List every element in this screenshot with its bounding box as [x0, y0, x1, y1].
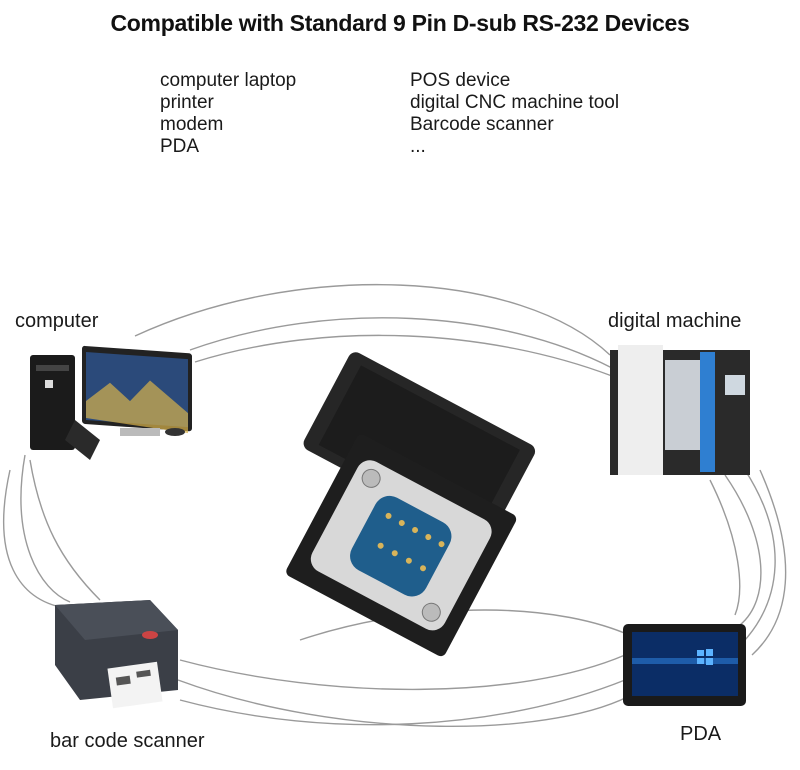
device-list-right: POS device digital CNC machine tool Barc… [410, 70, 619, 158]
cnc-machine-icon [610, 345, 750, 475]
cable-line [189, 317, 613, 369]
cable-line [709, 479, 741, 616]
tablet-icon [623, 624, 746, 706]
bar-code-scanner-label: bar code scanner [50, 730, 205, 752]
cable-line [2, 469, 66, 609]
cable-line [194, 334, 613, 377]
cable-line [751, 469, 787, 656]
cable-line [134, 284, 611, 356]
desktop-computer-icon [30, 345, 192, 460]
cable-lines [2, 284, 787, 728]
device-list-item: ... [410, 136, 426, 157]
digital-machine-label: digital machine [608, 310, 742, 332]
pda-label: PDA [680, 723, 722, 745]
device-list-left: computer laptop printer modem PDA [160, 70, 296, 158]
db9-connector-adapter [286, 352, 536, 657]
cable-line [179, 679, 626, 726]
device-list-item: Barcode scanner [410, 114, 554, 135]
cable-line [299, 609, 641, 641]
device-list-item: PDA [160, 136, 200, 157]
device-list-item: printer [160, 92, 214, 113]
device-list-item: modem [160, 114, 224, 135]
computer-label: computer [15, 310, 99, 332]
device-list-item: POS device [410, 70, 511, 91]
cable-line [724, 474, 762, 626]
device-list-item: computer laptop [160, 70, 297, 91]
cable-line [29, 459, 101, 601]
cable-line [744, 469, 776, 641]
cable-line [179, 654, 626, 691]
device-list-item: digital CNC machine tool [410, 92, 620, 113]
label-printer-icon [55, 600, 178, 709]
page-title: Compatible with Standard 9 Pin D-sub RS-… [110, 10, 690, 36]
cable-line [177, 679, 641, 728]
cable-line [20, 454, 71, 603]
